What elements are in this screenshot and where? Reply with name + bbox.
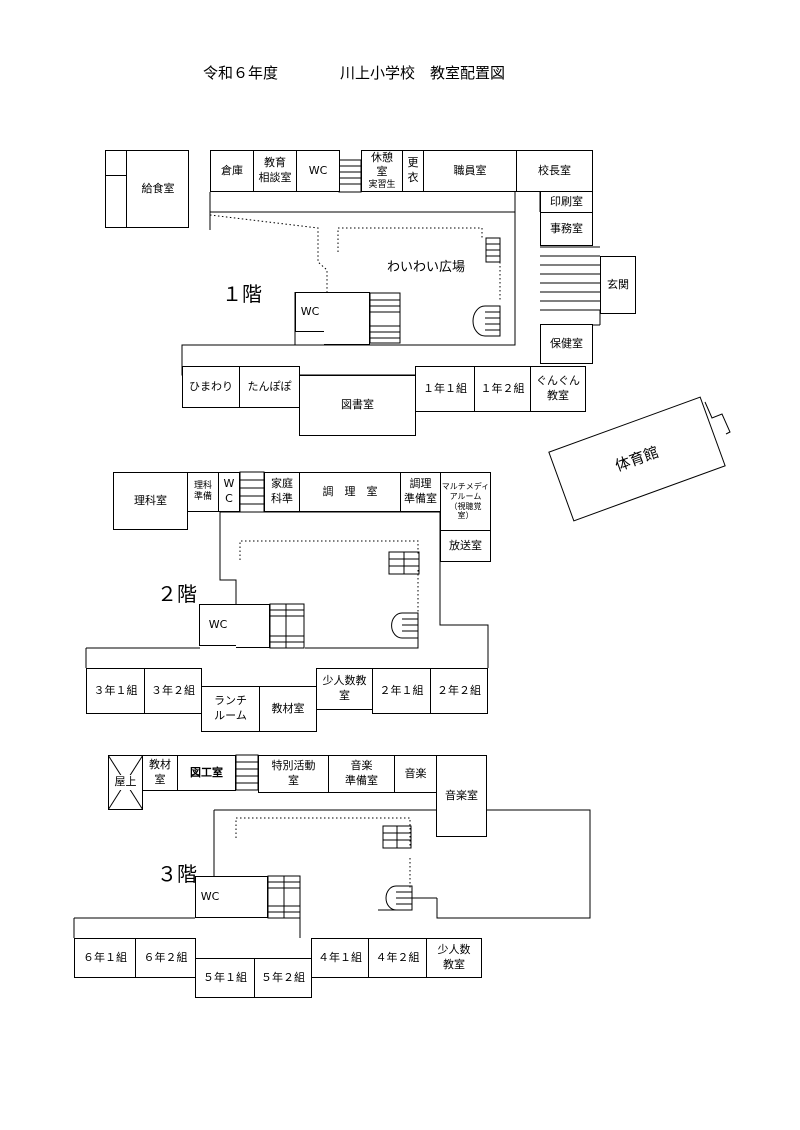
room-multimedia: マルチメディ アルーム （視聴覚 室） <box>440 472 491 531</box>
room-koui: 更 衣 <box>402 150 424 192</box>
room-wc-north: WC <box>296 150 340 192</box>
room-1-1: １年１組 <box>415 366 475 412</box>
floor-3-label: ３階 <box>157 862 197 886</box>
room-6-2: ６年２組 <box>135 938 196 978</box>
wc-inner-3f-annex <box>224 876 268 918</box>
room-5-1: ５年１組 <box>195 958 255 998</box>
gym-annex <box>704 401 731 435</box>
f2-corridor-outline <box>85 511 489 668</box>
kyushoku-sub-1 <box>105 150 127 176</box>
room-chouri: 調 理 室 <box>299 472 401 512</box>
room-5-2: ５年２組 <box>254 958 312 998</box>
room-tokubetsu: 特別活動 室 <box>258 755 329 793</box>
f3-stair-east <box>378 885 413 911</box>
room-kyozai-2f: 教材室 <box>259 686 317 732</box>
room-ongakushitsu: 音楽室 <box>436 755 487 837</box>
room-wc-inner-2f: WC <box>199 604 237 646</box>
floor-1-label: １階 <box>222 282 262 306</box>
room-ongaku-small: 音楽 <box>394 755 437 793</box>
room-toshoshitsu: 図書室 <box>299 375 416 436</box>
room-kyoiku-soudan: 教育 相談室 <box>253 150 297 192</box>
room-label: 給食室 <box>141 181 175 195</box>
room-1-2: １年２組 <box>474 366 531 412</box>
f1-dotted-path <box>209 214 501 300</box>
room-himawari: ひまわり <box>182 366 240 408</box>
room-ongaku-junbi: 音楽 準備室 <box>328 755 395 793</box>
f1-entrance-steps <box>540 246 601 326</box>
f1-stair-north <box>338 159 362 193</box>
jisshusei-label: 実習生 <box>368 180 396 191</box>
room-kouchou: 校長室 <box>516 150 593 192</box>
room-okujo: 屋上 <box>108 755 143 810</box>
room-3-2: ３年２組 <box>144 668 202 714</box>
room-4-1: ４年１組 <box>311 938 369 978</box>
plan-year: 令和６年度 <box>203 64 279 82</box>
courtyard-label: わいわい広場 <box>386 260 465 276</box>
room-2-2: ２年２組 <box>430 668 488 714</box>
f3-corridor-outline <box>73 809 591 938</box>
room-gungun: ぐんぐん 教室 <box>530 366 586 412</box>
wc-inner-2f-annex <box>236 604 270 648</box>
room-housou: 放送室 <box>440 530 491 562</box>
room-wc-inner-3f: WC <box>195 876 225 918</box>
room-tanpopo: たんぽぽ <box>239 366 300 408</box>
f2-stair-east <box>391 612 419 639</box>
room-kyozai-3f: 教材 室 <box>142 755 178 791</box>
room-chouri-junbi: 調理 準備室 <box>400 472 441 512</box>
f2-dotted-path <box>239 540 419 612</box>
kyukei-label: 休憩 室 <box>371 150 393 179</box>
room-rika: 理科室 <box>113 472 188 530</box>
room-wc-inner-1f: WC <box>295 292 325 332</box>
room-souko: 倉庫 <box>210 150 254 192</box>
room-zuko: 図工室 <box>177 755 236 791</box>
room-kyukei: 休憩 室 実習生 <box>361 150 403 192</box>
room-6-1: ６年１組 <box>74 938 136 978</box>
room-2-1: ２年１組 <box>372 668 431 714</box>
room-lunch: ランチ ルーム <box>201 686 260 732</box>
f1-stair-east <box>472 305 501 337</box>
kyushoku-sub-2 <box>105 175 127 228</box>
room-rika-junbi: 理科 準備 <box>187 472 219 512</box>
plan-title: 川上小学校 教室配置図 <box>340 64 506 82</box>
f2-stair-north <box>239 471 265 513</box>
room-insatsu: 印刷室 <box>540 191 593 213</box>
room-3-1: ３年１組 <box>86 668 145 714</box>
wc-inner-1f-annex <box>324 292 370 345</box>
room-jimu: 事務室 <box>540 212 593 246</box>
room-shokuin: 職員室 <box>423 150 517 192</box>
floor-2-label: ２階 <box>157 582 197 606</box>
room-genkan: 玄関 <box>600 256 636 314</box>
room-4-2: ４年２組 <box>368 938 427 978</box>
room-shoninzu-2f: 少人数教 室 <box>316 668 373 710</box>
f3-stair-north <box>235 754 259 791</box>
f3-east-ramp <box>412 897 438 918</box>
room-wc-north-2f: W C <box>218 472 240 512</box>
room-katei: 家庭 科準 <box>264 472 300 512</box>
room-shoninzu-3f: 少人数 教室 <box>426 938 482 978</box>
okujo-label: 屋上 <box>113 775 138 790</box>
f2-stair-wc <box>269 603 305 649</box>
room-hoken: 保健室 <box>540 324 593 364</box>
